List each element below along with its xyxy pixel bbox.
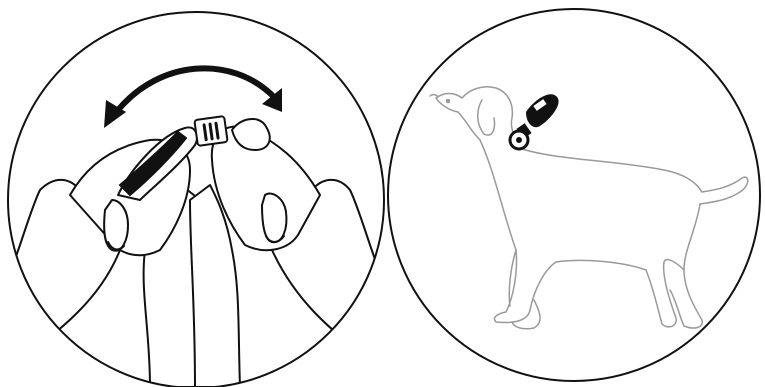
instruction-step-open-applicator bbox=[0, 0, 390, 387]
instruction-step-apply-to-dog bbox=[384, 0, 765, 387]
right-panel-frame bbox=[388, 9, 760, 381]
hands-twisting-applicator-icon bbox=[0, 0, 390, 387]
dog-applicator-neck-icon bbox=[384, 0, 765, 387]
